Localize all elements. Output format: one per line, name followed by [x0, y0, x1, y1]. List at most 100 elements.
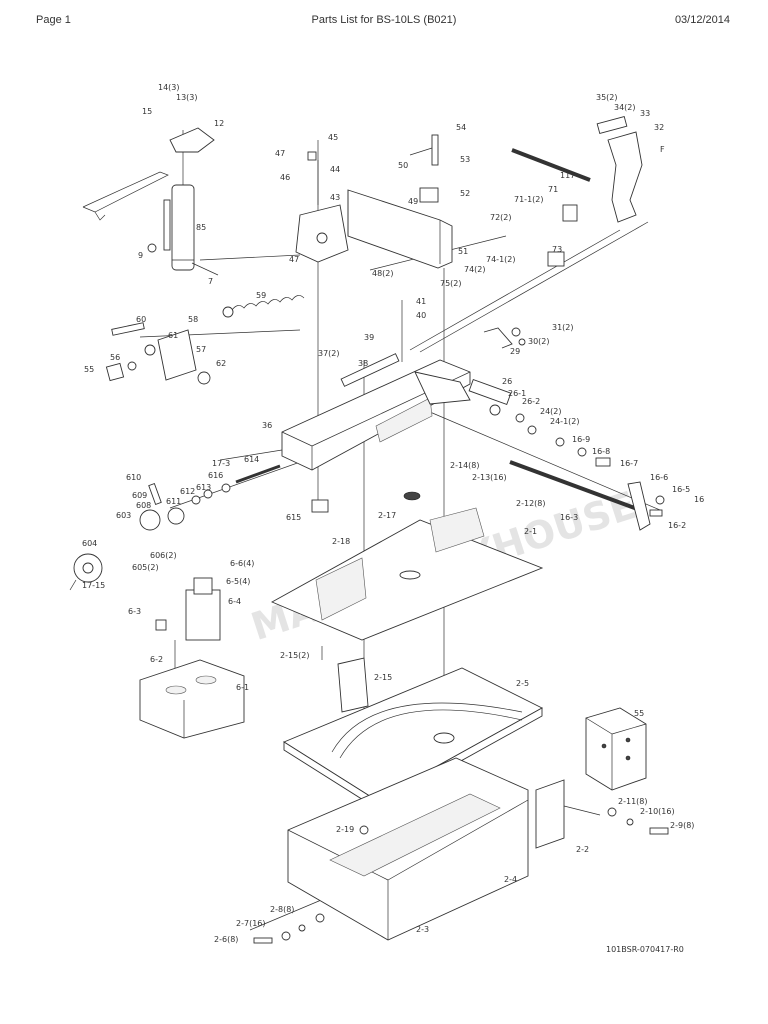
callout-label: 46 [280, 173, 290, 182]
callout-label: 48(2) [372, 269, 394, 278]
callout-label: 604 [82, 539, 97, 548]
callout-label: 16-7 [620, 459, 638, 468]
callout-label: 61 [168, 331, 178, 340]
vice-base-36 [281, 353, 537, 471]
control-box-55 [585, 707, 647, 791]
callout-label: 6-4 [228, 597, 241, 606]
callout-label: 614 [244, 455, 259, 464]
callout-label: 72(2) [490, 213, 512, 222]
page-number: Page 1 [36, 14, 71, 26]
callout-label: 603 [116, 511, 131, 520]
callout-label: 16 [694, 495, 704, 504]
callout-label: 56 [110, 353, 120, 362]
callout-label: 38 [358, 359, 368, 368]
callout-label: 612 [180, 487, 195, 496]
callout-label: 16-9 [572, 435, 590, 444]
callout-label: 2-4 [504, 875, 517, 884]
callout-label: 26-1 [508, 389, 526, 398]
column-base [139, 577, 245, 739]
callout-label: 26-2 [522, 397, 540, 406]
callout-label: 2-19 [336, 825, 354, 834]
callout-label: 2-18 [332, 537, 350, 546]
callout-label: 71-1(2) [514, 195, 544, 204]
callout-label: 52 [460, 189, 470, 198]
callout-label: 24(2) [540, 407, 562, 416]
callout-label: 2-1 [524, 527, 537, 536]
callout-label: 31(2) [552, 323, 574, 332]
stand-2-4 [287, 757, 669, 941]
callout-label: 36 [262, 421, 272, 430]
callout-label: 6-3 [128, 607, 141, 616]
callout-label: 35(2) [596, 93, 618, 102]
callout-label: 2-15(2) [280, 651, 310, 660]
callout-label: 6-5(4) [226, 577, 250, 586]
callout-label: 41 [416, 297, 426, 306]
callout-label: 57 [196, 345, 206, 354]
spring-59 [222, 295, 305, 318]
callout-label: 2-10(16) [640, 807, 675, 816]
bolts-lower [253, 825, 369, 944]
callout-label: 2-6(8) [214, 935, 238, 944]
page-title: Parts List for BS-10LS (B021) [311, 14, 457, 26]
callout-label: 32 [654, 123, 664, 132]
shaft-and-arm [511, 115, 643, 267]
callout-label: 58 [188, 315, 198, 324]
callout-label: 2-7(16) [236, 919, 266, 928]
cylinder-assembly [82, 127, 219, 276]
callout-label: 2-17 [378, 511, 396, 520]
callout-label: 2-8(8) [270, 905, 294, 914]
callout-label: 12 [214, 119, 224, 128]
callout-label: 55 [634, 709, 644, 718]
callout-label: 14(3) [158, 83, 180, 92]
callout-label: 2-2 [576, 845, 589, 854]
callout-label: 117 [560, 171, 575, 180]
callout-label: 16-8 [592, 447, 610, 456]
bracket-47 [295, 140, 349, 263]
callout-label: 37(2) [318, 349, 340, 358]
part-29 [483, 327, 526, 349]
callout-label: 62 [216, 359, 226, 368]
callout-label: 85 [196, 223, 206, 232]
callout-label: 611 [166, 497, 181, 506]
callout-label: 44 [330, 165, 340, 174]
fence-51 [347, 134, 453, 269]
callout-label: 53 [460, 155, 470, 164]
tray-2-1 [270, 491, 544, 641]
callout-labels: 14(3)13(3)151285974547444643475450534952… [82, 83, 704, 944]
callout-label: 16-6 [650, 473, 668, 482]
callout-label: 16-3 [560, 513, 578, 522]
callout-label: 30(2) [528, 337, 550, 346]
callout-label: 6-6(4) [230, 559, 254, 568]
callout-label: 73 [552, 245, 562, 254]
callout-label: 54 [456, 123, 466, 132]
bracket-57 [105, 322, 211, 385]
drawing-code: 101BSR-070417-R0 [606, 945, 684, 954]
callout-label: 9 [138, 251, 143, 260]
callout-label: 16-2 [668, 521, 686, 530]
callout-label: 74-1(2) [486, 255, 516, 264]
callout-label: 2-12(8) [516, 499, 546, 508]
callout-label: 15 [142, 107, 152, 116]
callout-label: 51 [458, 247, 468, 256]
callout-label: 610 [126, 473, 141, 482]
callout-label: 13(3) [176, 93, 198, 102]
callout-label: 2-13(16) [472, 473, 507, 482]
callout-label: 606(2) [150, 551, 177, 560]
callout-label: 47 [289, 255, 299, 264]
callout-label: 26 [502, 377, 512, 386]
callout-label: 75(2) [440, 279, 462, 288]
callout-label: 40 [416, 311, 426, 320]
callout-label: 605(2) [132, 563, 159, 572]
callout-label: 50 [398, 161, 408, 170]
callout-label: 39 [364, 333, 374, 342]
callout-label: 74(2) [464, 265, 486, 274]
callout-label: 2-14(8) [450, 461, 480, 470]
print-date: 03/12/2014 [674, 14, 730, 26]
callout-label: 2-5 [516, 679, 529, 688]
callout-label: 17-3 [212, 459, 230, 468]
callout-label: 43 [330, 193, 340, 202]
callout-label: 615 [286, 513, 301, 522]
callout-label: 7 [208, 277, 213, 286]
shaft-16 [509, 437, 665, 531]
callout-label: 34(2) [614, 103, 636, 112]
